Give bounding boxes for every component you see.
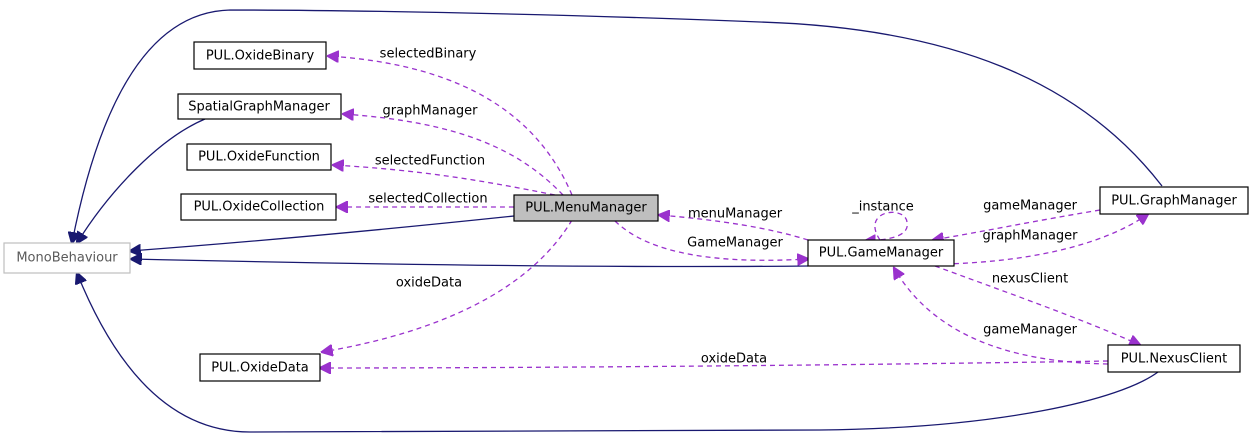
node-spatial-graph-manager-label: SpatialGraphManager xyxy=(188,100,330,115)
label-menu-manager: menuManager xyxy=(688,207,783,222)
edge-nexus-client xyxy=(934,265,1140,345)
node-nexus-client[interactable]: PUL.NexusClient xyxy=(1107,344,1241,373)
label-instance: _instance xyxy=(851,200,914,215)
node-oxide-function[interactable]: PUL.OxideFunction xyxy=(186,143,332,171)
label-graph-manager-game: graphManager xyxy=(982,229,1078,244)
node-menu-manager-label: PUL.MenuManager xyxy=(525,201,647,216)
label-selected-collection: selectedCollection xyxy=(368,192,487,207)
edge-game-manager-from-graph xyxy=(933,209,1101,240)
edge-selected-binary xyxy=(328,56,573,196)
node-oxide-binary[interactable]: PUL.OxideBinary xyxy=(193,41,327,70)
node-oxide-collection-label: PUL.OxideCollection xyxy=(194,200,325,215)
node-graph-manager-label: PUL.GraphManager xyxy=(1111,194,1237,209)
label-selected-binary: selectedBinary xyxy=(380,47,477,62)
edge-selected-function xyxy=(333,165,556,196)
node-oxide-binary-label: PUL.OxideBinary xyxy=(206,49,315,64)
node-menu-manager[interactable]: PUL.MenuManager xyxy=(513,194,659,222)
label-graph-manager-menu: graphManager xyxy=(382,104,478,119)
label-game-manager-nexus: gameManager xyxy=(983,323,1078,338)
edge-graphmanager-inherits-monobehaviour xyxy=(72,9,1163,243)
node-oxide-collection[interactable]: PUL.OxideCollection xyxy=(180,193,337,221)
label-game-manager-menu: GameManager xyxy=(687,236,783,251)
edge-oxide-data-from-menu xyxy=(322,219,573,352)
edge-nexusclient-inherits-monobehaviour xyxy=(77,273,1159,433)
node-mono-behaviour-label: MonoBehaviour xyxy=(16,251,118,266)
label-nexus-client: nexusClient xyxy=(992,272,1068,287)
node-spatial-graph-manager[interactable]: SpatialGraphManager xyxy=(177,93,342,120)
node-nexus-client-label: PUL.NexusClient xyxy=(1121,352,1228,367)
edge-menu-manager xyxy=(659,215,809,241)
label-selected-function: selectedFunction xyxy=(375,154,485,169)
node-game-manager-label: PUL.GameManager xyxy=(819,246,944,261)
edge-game-manager-from-menu xyxy=(614,220,808,260)
node-oxide-data[interactable]: PUL.OxideData xyxy=(199,353,321,382)
edge-gamemanager-inherits-monobehaviour xyxy=(131,259,809,268)
node-oxide-function-label: PUL.OxideFunction xyxy=(198,150,320,165)
node-mono-behaviour[interactable]: MonoBehaviour xyxy=(3,242,131,274)
label-game-manager-graph: gameManager xyxy=(983,199,1078,214)
label-oxide-data-nexus: oxideData xyxy=(701,352,767,367)
edge-graph-manager-from-menu xyxy=(343,114,564,196)
edge-menumanager-inherits-monobehaviour xyxy=(130,215,515,251)
edge-oxide-data-from-nexus xyxy=(320,360,1109,368)
edge-spatialgraphmanager-inherits-monobehaviour xyxy=(77,118,206,243)
edge-graph-manager-from-game xyxy=(944,214,1148,265)
node-oxide-data-label: PUL.OxideData xyxy=(211,361,309,376)
node-graph-manager[interactable]: PUL.GraphManager xyxy=(1099,186,1249,215)
node-game-manager[interactable]: PUL.GameManager xyxy=(807,239,955,267)
label-oxide-data-menu: oxideData xyxy=(396,276,462,291)
edge-instance-self xyxy=(865,211,908,241)
